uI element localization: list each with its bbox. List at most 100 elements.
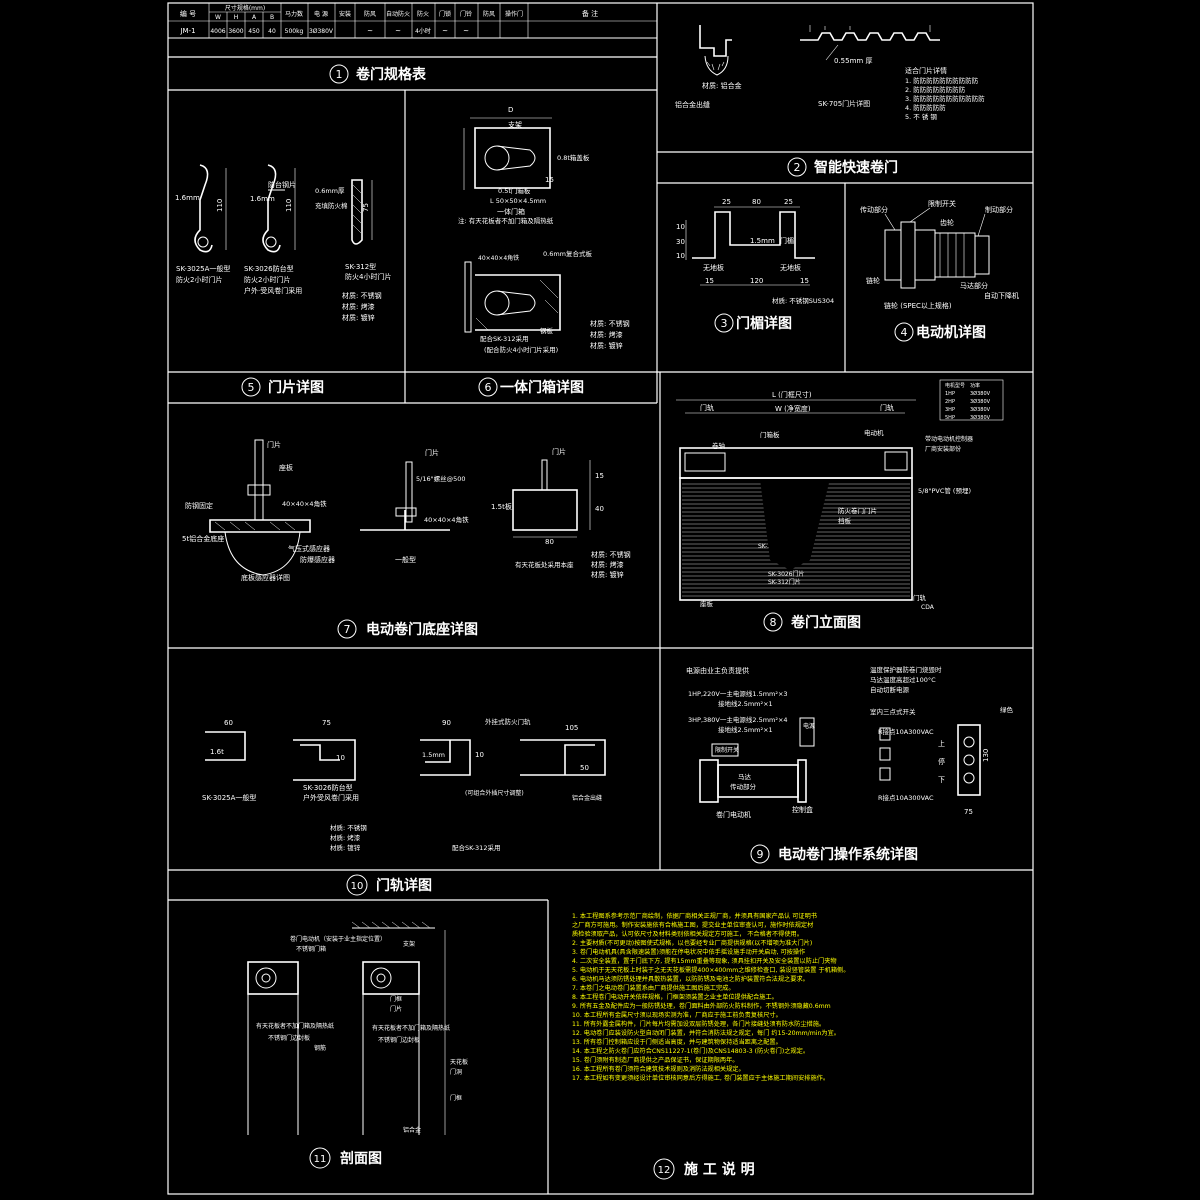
- svg-text:1.6mm: 1.6mm: [175, 194, 200, 202]
- table-header-bell: 门铃: [460, 10, 472, 18]
- svg-text:75: 75: [362, 203, 370, 212]
- svg-text:铝合金: 铝合金: [403, 1126, 421, 1134]
- svg-text:1.5mm: 1.5mm: [750, 237, 775, 245]
- svg-text:门楣: 门楣: [780, 236, 794, 245]
- svg-text:40: 40: [595, 505, 604, 513]
- svg-text:电机型号: 电机型号: [945, 382, 965, 389]
- svg-text:75: 75: [322, 719, 331, 727]
- svg-text:门轨详图: 门轨详图: [376, 877, 432, 894]
- svg-text:防钢固定: 防钢固定: [185, 501, 213, 510]
- svg-text:门楣详图: 门楣详图: [736, 315, 792, 332]
- table-header-a: A: [252, 14, 257, 21]
- section-title-1: 1 卷门规格表: [329, 64, 427, 84]
- svg-text:25: 25: [722, 198, 731, 206]
- svg-text:材质: 镀锌: 材质: 镀锌: [590, 341, 623, 350]
- note-line: 7. 本卷门之电动卷门装置系由厂商提供施工图后施工完成。: [572, 984, 735, 992]
- s6-doorbox: D 支架 0.8t箱盖板 0.5t门箱板 L 50×50×4.5mm 15 一体…: [458, 106, 630, 354]
- svg-text:10: 10: [336, 754, 345, 762]
- svg-text:链轮 (SPEC以上规格): 链轮 (SPEC以上规格): [884, 301, 952, 310]
- svg-text:5. 不 锈 钢: 5. 不 锈 钢: [905, 112, 937, 121]
- svg-text:配合SK-312采用: 配合SK-312采用: [480, 334, 528, 343]
- svg-text:接地线2.5mm²×1: 接地线2.5mm²×1: [718, 699, 773, 708]
- svg-text:SK-3025A一般型: SK-3025A一般型: [202, 793, 256, 802]
- table-cell-wind: ~: [367, 27, 373, 35]
- svg-text:SK-3026门片: SK-3026门片: [768, 570, 805, 578]
- table-cell-hp: 500kg: [285, 28, 304, 35]
- svg-text:室内三点式开关: 室内三点式开关: [870, 707, 916, 716]
- svg-text:90: 90: [442, 719, 451, 727]
- svg-text:天花板: 天花板: [450, 1058, 468, 1066]
- note-line: 11. 所有外露金属构件，门片每片均需加设双层防锈处理，各门片接缝处须有防水防尘…: [572, 1020, 825, 1028]
- table-header-power: 电 源: [314, 10, 328, 18]
- svg-text:施 工 说 明: 施 工 说 明: [684, 1161, 755, 1178]
- svg-text:SK-705门片详图: SK-705门片详图: [818, 99, 870, 108]
- svg-text:马达: 马达: [738, 772, 752, 781]
- svg-text:绿色: 绿色: [1000, 705, 1014, 714]
- svg-text:有天花板者不加门箱及隔热纸: 有天花板者不加门箱及隔热纸: [372, 1024, 450, 1032]
- section-title-8: 8 卷门立面图: [763, 612, 861, 632]
- svg-text:支架: 支架: [508, 120, 522, 129]
- svg-text:40×40×4角铁: 40×40×4角铁: [424, 515, 469, 524]
- svg-text:制动部分: 制动部分: [985, 205, 1013, 214]
- table-cell-power: 3Ø380V: [309, 28, 334, 35]
- s3-detail: 25 80 25 10 30 10 1.5mm 门楣 无地板 无地板 15 12…: [676, 198, 834, 305]
- svg-text:门片: 门片: [390, 1005, 402, 1013]
- spec-table: 编 号 尺寸规格(mm) W H A B 马力数 电 源 安装 防风 自动防火 …: [167, 2, 658, 39]
- s7-base-a: 门片 座板 防钢固定 5t铝合金底座 40×40×4角铁 气压式感应器 防爆感应…: [182, 439, 335, 582]
- svg-text:不锈钢门边封板: 不锈钢门边封板: [268, 1034, 310, 1042]
- svg-text:防火2小时门片: 防火2小时门片: [176, 275, 222, 284]
- svg-text:R接点10A300VAC: R接点10A300VAC: [878, 793, 934, 802]
- svg-text:材质: 不锈钢: 材质: 不锈钢: [590, 319, 630, 328]
- svg-text:防台钢片: 防台钢片: [268, 180, 296, 189]
- svg-text:2HP: 2HP: [945, 399, 955, 405]
- svg-text:(配合防火4小时门片采用): (配合防火4小时门片采用): [484, 345, 558, 354]
- s8-elevation: L (门框尺寸) W (净宽度) 门轨 门轨 卷轴 门箱板 电动机 带动电动机控…: [676, 379, 1004, 611]
- note-line: 8. 本工程卷门电动开关依样规格，门框架须装置之业主单位提供配合施工。: [572, 993, 778, 1001]
- svg-text:铝合金出缝: 铝合金出缝: [675, 100, 710, 109]
- svg-text:传动部分: 传动部分: [860, 205, 888, 214]
- table-header-b: B: [270, 14, 274, 21]
- svg-text:防火卷门门片: 防火卷门门片: [838, 506, 877, 515]
- svg-text:防爆感应器: 防爆感应器: [300, 555, 335, 564]
- table-header-size: 尺寸规格(mm): [225, 4, 265, 12]
- svg-text:SK-312门片: SK-312门片: [768, 578, 801, 586]
- section-title-12: 12 施 工 说 明: [653, 1158, 755, 1180]
- table-header-install: 安装: [339, 10, 351, 18]
- svg-text:防火2小时门片: 防火2小时门片: [244, 275, 290, 284]
- svg-text:1HP,220V一主电源线1.5mm²×3: 1HP,220V一主电源线1.5mm²×3: [688, 689, 788, 698]
- table-header-operate: 操作门: [505, 10, 523, 18]
- svg-text:40×40×4角铁: 40×40×4角铁: [282, 499, 327, 508]
- svg-text:5/8"PVC管 (预埋): 5/8"PVC管 (预埋): [918, 486, 971, 495]
- sheet-frame: [167, 2, 1034, 1195]
- svg-text:10: 10: [676, 252, 685, 260]
- note-line: 17. 本工程如有变更须经设计单位审核同意后方得施工, 卷门装置应于主体施工期间…: [572, 1074, 829, 1082]
- svg-text:5t铝合金底座: 5t铝合金底座: [182, 534, 224, 543]
- svg-text:D: D: [508, 106, 513, 114]
- svg-text:底板感应器详图: 底板感应器详图: [241, 573, 290, 582]
- svg-text:卷门电动机（安装于业主指定位置）: 卷门电动机（安装于业主指定位置）: [290, 935, 386, 943]
- table-header-wind2: 防风: [483, 10, 495, 18]
- svg-text:材质: 不锈钢: 材质: 不锈钢: [591, 550, 631, 559]
- svg-text:厂商安装部份: 厂商安装部份: [925, 445, 961, 453]
- section-title-2: 2 智能快速卷门: [787, 157, 898, 177]
- svg-text:接地线2.5mm²×1: 接地线2.5mm²×1: [718, 725, 773, 734]
- note-line: 之厂商方可施用。制作安装施依有合格施工图，提交业主单位审查认可，施作时依规定材: [572, 921, 813, 929]
- svg-text:门轨: 门轨: [880, 403, 894, 412]
- table-header-lock: 门锁: [439, 10, 451, 18]
- svg-text:5HP: 5HP: [945, 415, 955, 421]
- table-cell-a: 450: [248, 28, 260, 35]
- s8-hp-legend: 电机型号 功率 1HP 3Ø380V 2HP 3Ø380V 3HP 3Ø380V…: [945, 382, 991, 421]
- svg-text:材质: 镀锌: 材质: 镀锌: [330, 843, 361, 852]
- svg-text:有天花板者不加门箱及隔热纸: 有天花板者不加门箱及隔热纸: [256, 1022, 334, 1030]
- svg-text:110: 110: [216, 199, 224, 212]
- svg-text:50: 50: [580, 764, 589, 772]
- svg-text:60: 60: [224, 719, 233, 727]
- svg-text:5: 5: [248, 381, 255, 394]
- table-cell-code: JM-1: [179, 27, 195, 35]
- svg-text:铝合金出缝: 铝合金出缝: [572, 794, 602, 802]
- table-cell-lock: ~: [442, 27, 448, 35]
- svg-text:上: 上: [938, 739, 945, 748]
- svg-text:15: 15: [595, 472, 604, 480]
- svg-text:材质: 铝合金: 材质: 铝合金: [702, 81, 742, 90]
- svg-text:2. 防防防防防防防防: 2. 防防防防防防防防: [905, 85, 966, 94]
